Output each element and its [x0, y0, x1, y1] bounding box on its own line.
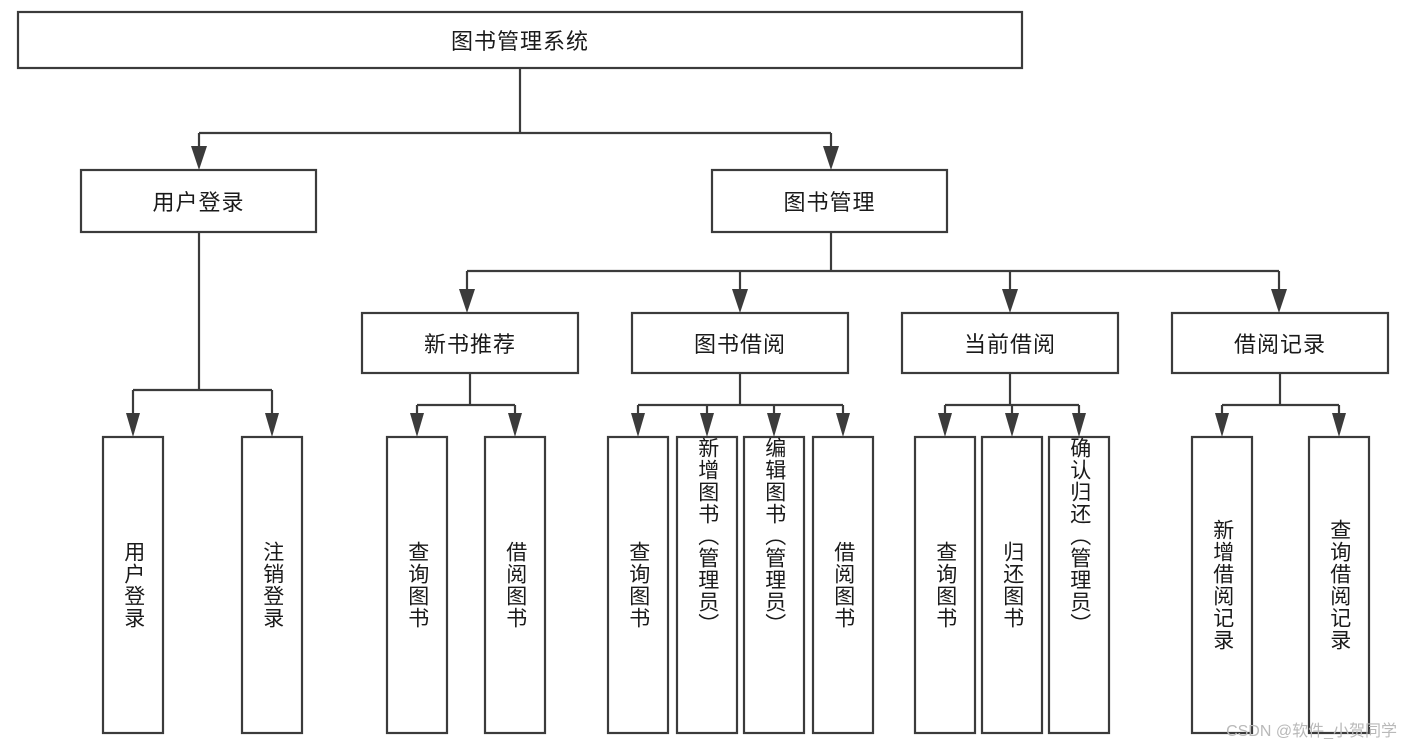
- node-leaf-query-record[interactable]: [1307, 435, 1371, 735]
- node-leaf-return-book[interactable]: [980, 435, 1044, 735]
- arrowhead-leaf-user-login: [126, 413, 140, 437]
- arrowhead-user-login: [191, 146, 207, 170]
- arrowhead-leaf-query-book-3: [938, 413, 952, 437]
- node-leaf-confirm-return[interactable]: [1047, 435, 1111, 735]
- node-leaf-user-login[interactable]: [101, 435, 165, 735]
- node-book-borrow[interactable]: [630, 311, 850, 375]
- node-leaf-query-book-2[interactable]: [606, 435, 670, 735]
- arrowhead-leaf-edit-book: [767, 413, 781, 437]
- arrowhead-leaf-add-book: [700, 413, 714, 437]
- node-leaf-borrow-book-1[interactable]: [483, 435, 547, 735]
- arrowhead-leaf-confirm-return: [1072, 413, 1086, 437]
- node-leaf-query-book-3[interactable]: [913, 435, 977, 735]
- arrowhead-leaf-query-book-1: [410, 413, 424, 437]
- node-leaf-logout-login[interactable]: [240, 435, 304, 735]
- node-leaf-add-book[interactable]: [675, 435, 739, 735]
- arrowhead-leaf-logout-login: [265, 413, 279, 437]
- node-new-book-recommend[interactable]: [360, 311, 580, 375]
- arrowhead-leaf-borrow-book-1: [508, 413, 522, 437]
- node-leaf-query-book-1[interactable]: [385, 435, 449, 735]
- arrowhead-leaf-borrow-book-2: [836, 413, 850, 437]
- arrowhead-new-book-recommend: [459, 289, 475, 313]
- arrowhead-book-management: [823, 146, 839, 170]
- node-leaf-add-record[interactable]: [1190, 435, 1254, 735]
- node-borrow-record[interactable]: [1170, 311, 1390, 375]
- arrowhead-current-borrow: [1002, 289, 1018, 313]
- node-leaf-edit-book[interactable]: [742, 435, 806, 735]
- node-user-login[interactable]: [79, 168, 318, 234]
- arrowhead-leaf-query-record: [1332, 413, 1346, 437]
- arrowhead-leaf-query-book-2: [631, 413, 645, 437]
- node-book-management[interactable]: [710, 168, 949, 234]
- node-root[interactable]: [16, 10, 1024, 70]
- node-leaf-borrow-book-2[interactable]: [811, 435, 875, 735]
- node-current-borrow[interactable]: [900, 311, 1120, 375]
- arrowhead-leaf-return-book: [1005, 413, 1019, 437]
- arrowhead-leaf-add-record: [1215, 413, 1229, 437]
- arrowhead-book-borrow: [732, 289, 748, 313]
- arrowhead-borrow-record: [1271, 289, 1287, 313]
